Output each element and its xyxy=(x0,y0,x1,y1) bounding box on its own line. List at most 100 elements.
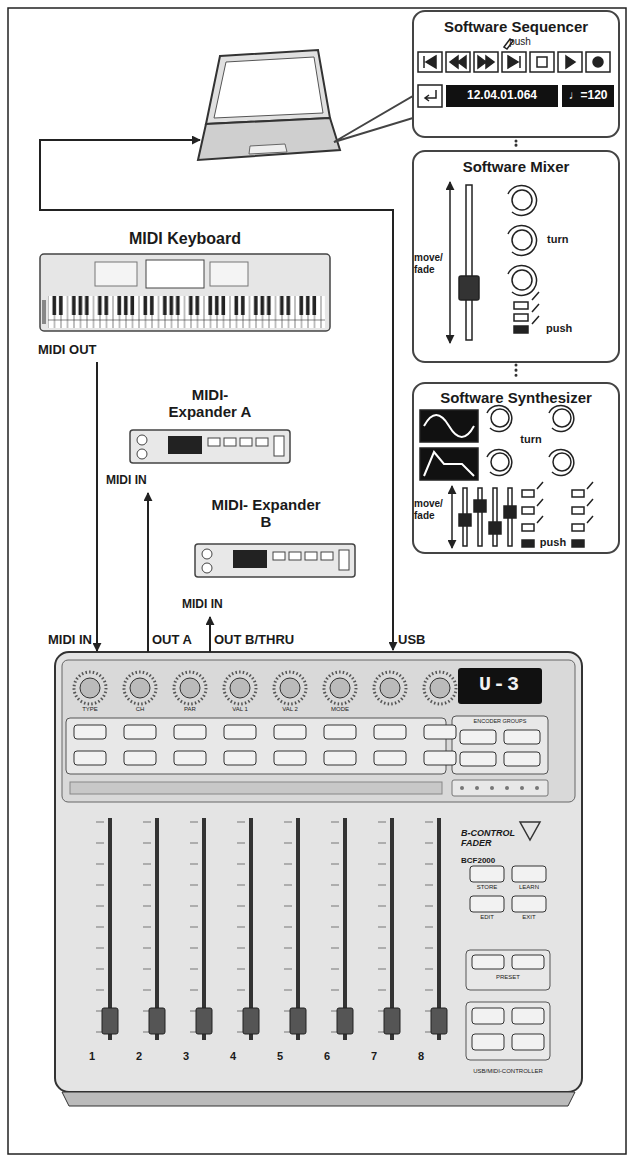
node-title: MIDI- Expander A xyxy=(158,386,262,421)
encoder-knob xyxy=(80,678,100,698)
midi-expander xyxy=(130,430,290,463)
push-button xyxy=(472,1034,504,1050)
fader-scale xyxy=(284,906,292,907)
fader-scale xyxy=(378,864,386,865)
fader-track xyxy=(343,818,347,1040)
label-text: EDIT xyxy=(480,914,494,921)
status-led xyxy=(505,786,509,790)
label-text: 6 xyxy=(324,1050,330,1063)
midi-cable xyxy=(147,493,149,652)
fader-scale xyxy=(96,927,104,928)
fader-scale xyxy=(143,948,151,949)
fader-scale xyxy=(284,864,292,865)
push-button xyxy=(224,725,256,739)
node-title: MIDI Keyboard xyxy=(75,230,295,248)
fader-scale xyxy=(378,990,386,991)
fader-scale xyxy=(331,969,339,970)
port-label: BCF2000 xyxy=(461,856,495,865)
callout-tail xyxy=(334,96,413,142)
label-text: push xyxy=(546,322,572,335)
dotted-link xyxy=(515,141,518,148)
fader-scale xyxy=(284,822,292,823)
status-led xyxy=(520,786,524,790)
fader-scale xyxy=(237,948,245,949)
fader-scale xyxy=(378,927,386,928)
status-led xyxy=(475,786,479,790)
fader-track xyxy=(296,818,300,1040)
led-ring xyxy=(224,672,256,704)
fader-scale xyxy=(284,885,292,886)
fader-scale xyxy=(331,927,339,928)
expander-node: MIDI- Expander AMIDI IN xyxy=(100,386,295,492)
label-text: OUT B/THRU xyxy=(214,633,294,648)
fader-scale xyxy=(331,948,339,949)
node-title: Software Synthesizer xyxy=(414,389,618,406)
fader-scale xyxy=(143,885,151,886)
label-text: move/ fade xyxy=(414,252,448,275)
fader-scale xyxy=(378,906,386,907)
node-title: B-CONTROL FADER xyxy=(461,828,519,849)
fader-track xyxy=(249,818,253,1040)
push-button xyxy=(512,1034,544,1050)
fader-scale xyxy=(190,948,198,949)
label-text: PRESET xyxy=(496,974,520,981)
status-led xyxy=(490,786,494,790)
fader-scale xyxy=(425,990,433,991)
label-text: 1 xyxy=(89,1050,95,1063)
push-button xyxy=(460,752,496,766)
software-panel: Software Sequencer xyxy=(412,10,620,138)
label-text: 5 xyxy=(277,1050,283,1063)
fader-scale xyxy=(425,969,433,970)
label-text: LEARN xyxy=(519,884,539,891)
fader-scale xyxy=(190,990,198,991)
push-button xyxy=(472,955,504,969)
fader-scale xyxy=(331,843,339,844)
fader-cap xyxy=(243,1008,259,1034)
encoder-knob xyxy=(330,678,350,698)
label-text: USB xyxy=(398,633,425,648)
node-title: MIDI- Expander B xyxy=(210,496,322,531)
port-label: MIDI OUT xyxy=(38,343,97,358)
fader-scale xyxy=(190,822,198,823)
fader-scale xyxy=(284,990,292,991)
label-text: push xyxy=(540,536,566,549)
fader-scale xyxy=(143,843,151,844)
led-ring xyxy=(124,672,156,704)
fader-scale xyxy=(378,969,386,970)
push-button xyxy=(470,896,504,912)
tempo-display xyxy=(562,85,614,107)
midi-cable xyxy=(209,617,211,652)
fader-scale xyxy=(237,843,245,844)
push-button xyxy=(504,752,540,766)
led-ring xyxy=(424,672,456,704)
fader-scale xyxy=(284,948,292,949)
label-text: MODE xyxy=(331,706,349,713)
push-button xyxy=(124,751,156,765)
fader-scale xyxy=(190,864,198,865)
fader-scale xyxy=(378,843,386,844)
fader-scale xyxy=(331,906,339,907)
encoder-knob xyxy=(230,678,250,698)
status-led xyxy=(460,786,464,790)
encoder-knob xyxy=(130,678,150,698)
fader-scale xyxy=(143,969,151,970)
dotted-link xyxy=(515,365,518,380)
mixer-controls xyxy=(450,182,539,343)
fader-track xyxy=(155,818,159,1040)
label-text: 3 xyxy=(183,1050,189,1063)
software-panel: Software Mixer xyxy=(412,150,620,363)
midi-cable xyxy=(96,362,98,651)
encoder-knob xyxy=(380,678,400,698)
fader-scale xyxy=(96,948,104,949)
fader-cap xyxy=(102,1008,118,1034)
midi-expander xyxy=(195,544,355,577)
push-button xyxy=(224,751,256,765)
push-button xyxy=(424,751,456,765)
label-text: PAR xyxy=(184,706,196,713)
fader-scale xyxy=(331,822,339,823)
push-button xyxy=(472,1008,504,1024)
push-button xyxy=(512,955,544,969)
fader-scale xyxy=(237,990,245,991)
push-button xyxy=(460,730,496,744)
fader-scale xyxy=(425,948,433,949)
